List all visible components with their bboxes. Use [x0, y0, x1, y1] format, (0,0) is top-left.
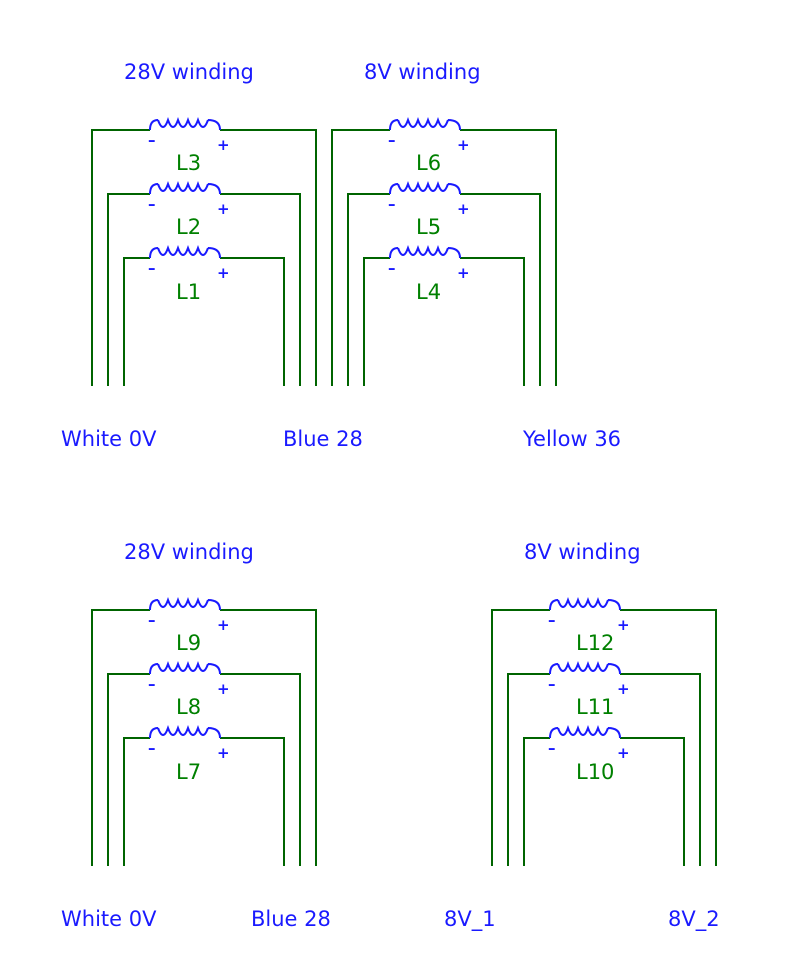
bottom-8v-winding-group: – + – + – + L12 L11 L10: [491, 597, 717, 866]
plus-sign: +: [617, 680, 630, 698]
inductor-label-l3: L3: [176, 151, 201, 175]
coil-l12: [549, 597, 621, 611]
minus-sign: –: [388, 195, 396, 213]
wire-l7: [123, 737, 285, 866]
bottom-28v-winding-title: 28V winding: [124, 540, 254, 564]
top-8v-winding-group: – + – + – + L6 L5 L4: [331, 117, 557, 386]
top-8v-winding-title: 8V winding: [364, 60, 481, 84]
inductor-label-l1: L1: [176, 280, 201, 304]
inductor-label-l6: L6: [416, 151, 441, 175]
minus-sign: –: [148, 259, 156, 277]
bottom-terminal-white-0v: White 0V: [61, 907, 157, 931]
inductor-label-l11: L11: [576, 695, 614, 719]
inductor-label-l9: L9: [176, 631, 201, 655]
plus-sign: +: [217, 136, 230, 154]
coil-l7: [149, 725, 221, 739]
plus-sign: +: [457, 200, 470, 218]
coil-l2: [149, 181, 221, 195]
coil-l4: [389, 245, 461, 259]
coil-l5: [389, 181, 461, 195]
inductor-label-l7: L7: [176, 760, 201, 784]
minus-sign: –: [148, 675, 156, 693]
plus-sign: +: [457, 136, 470, 154]
plus-sign: +: [457, 264, 470, 282]
plus-sign: +: [617, 616, 630, 634]
top-terminal-yellow-36: Yellow 36: [522, 427, 621, 451]
minus-sign: –: [388, 259, 396, 277]
wire-l5: [347, 193, 541, 386]
plus-sign: +: [217, 200, 230, 218]
wire-l10: [523, 737, 685, 866]
wire-l1: [123, 257, 285, 386]
inductor-label-l2: L2: [176, 215, 201, 239]
coil-l3: [149, 117, 221, 131]
wire-l11: [507, 673, 701, 866]
inductor-label-l4: L4: [416, 280, 441, 304]
plus-sign: +: [217, 616, 230, 634]
minus-sign: –: [548, 611, 556, 629]
plus-sign: +: [217, 744, 230, 762]
wire-l6: [331, 129, 557, 386]
coil-l6: [389, 117, 461, 131]
wire-l9: [91, 609, 317, 866]
inductor-label-l5: L5: [416, 215, 441, 239]
bottom-8v-winding-title: 8V winding: [524, 540, 641, 564]
coil-l9: [149, 597, 221, 611]
coil-l8: [149, 661, 221, 675]
inductor-label-l8: L8: [176, 695, 201, 719]
coil-l10: [549, 725, 621, 739]
bottom-terminal-blue-28: Blue 28: [251, 907, 331, 931]
top-28v-winding-group: – + – + – + L3 L2 L1: [91, 117, 317, 386]
bottom-terminal-8v-2: 8V_2: [668, 907, 720, 932]
plus-sign: +: [617, 744, 630, 762]
minus-sign: –: [148, 739, 156, 757]
top-terminal-blue-28: Blue 28: [283, 427, 363, 451]
minus-sign: –: [148, 195, 156, 213]
wire-l12: [491, 609, 717, 866]
bottom-terminal-8v-1: 8V_1: [444, 907, 496, 932]
wire-l4: [363, 257, 525, 386]
inductor-label-l12: L12: [576, 631, 614, 655]
plus-sign: +: [217, 680, 230, 698]
wire-l2: [107, 193, 301, 386]
minus-sign: –: [148, 131, 156, 149]
minus-sign: –: [388, 131, 396, 149]
coil-l11: [549, 661, 621, 675]
wire-l8: [107, 673, 301, 866]
coil-l1: [149, 245, 221, 259]
plus-sign: +: [217, 264, 230, 282]
top-terminal-white-0v: White 0V: [61, 427, 157, 451]
inductor-label-l10: L10: [576, 760, 614, 784]
minus-sign: –: [148, 611, 156, 629]
top-28v-winding-title: 28V winding: [124, 60, 254, 84]
wire-l3: [91, 129, 317, 386]
minus-sign: –: [548, 675, 556, 693]
minus-sign: –: [548, 739, 556, 757]
bottom-28v-winding-group: – + – + – + L9 L8 L7: [91, 597, 317, 866]
